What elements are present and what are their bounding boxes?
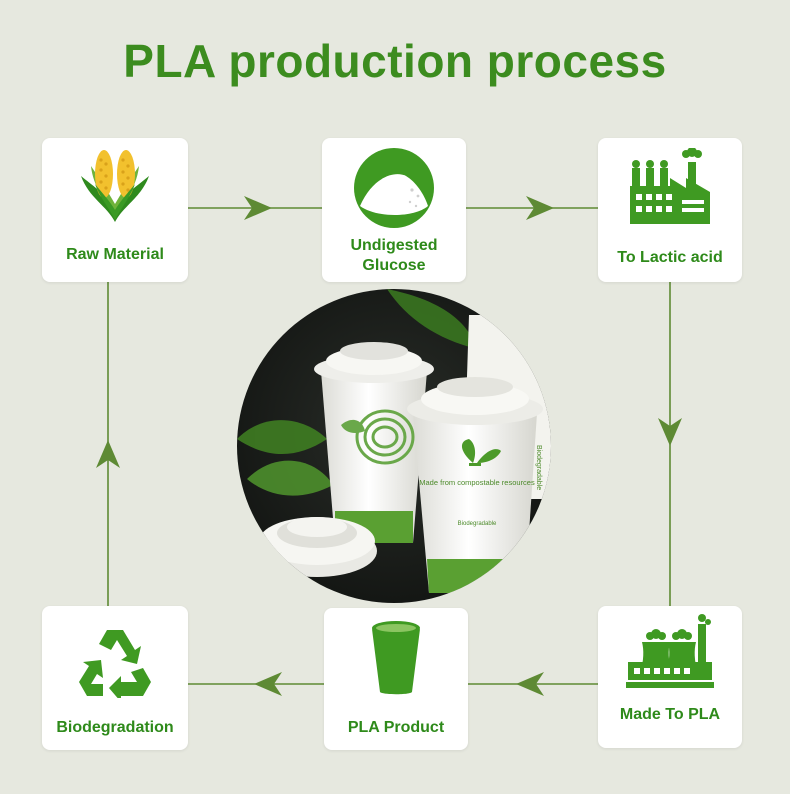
recycle-icon [77, 626, 153, 698]
glucose-powder-icon [354, 148, 434, 228]
power-plant-icon [626, 612, 714, 690]
side-cup-text: Biodegradable [535, 445, 542, 490]
step-to-lactic-acid: To Lactic acid [598, 138, 742, 282]
step-raw-material: Raw Material [42, 138, 188, 282]
step-label: Made To PLA [598, 705, 742, 725]
step-undigested-glucose: Undigested Glucose [322, 138, 466, 282]
step-label: To Lactic acid [598, 248, 742, 268]
step-label: Raw Material [42, 245, 188, 265]
step-pla-product: PLA Product [324, 608, 468, 750]
step-label: Undigested Glucose [322, 236, 466, 276]
cup-icon [370, 620, 422, 696]
cup-brand-text: Biodegradable [458, 521, 497, 527]
step-label-text: Undigested Glucose [350, 237, 437, 274]
cup-print-text: Made from compostable resources [419, 478, 535, 487]
pla-cups-photo: Made from compostable resources Biodegra… [237, 289, 551, 603]
step-biodegradation: Biodegradation [42, 606, 188, 750]
factory-icon [626, 148, 714, 228]
step-made-to-pla: Made To PLA [598, 606, 742, 748]
step-label: PLA Product [324, 718, 468, 738]
step-label: Biodegradation [42, 718, 188, 738]
corn-icon [77, 146, 153, 224]
